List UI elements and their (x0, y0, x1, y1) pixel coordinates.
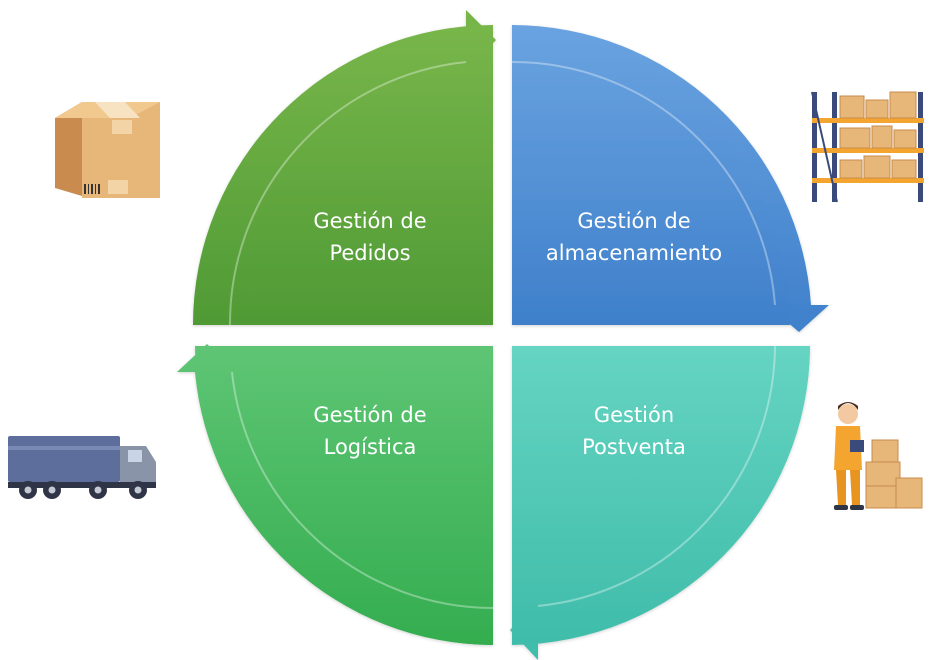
cardboard-box-icon (18, 70, 180, 210)
warehouse-worker-icon (815, 385, 946, 533)
label-postventa-line1: Gestión (594, 403, 674, 427)
label-postventa-line2: Postventa (582, 435, 686, 459)
quadrant-almacenamiento-arc (511, 60, 776, 306)
label-logistica-line1: Gestión de (313, 403, 426, 427)
quadrant-logistica: Gestión de Logística (177, 344, 494, 645)
quadrant-logistica-arc (231, 371, 494, 609)
label-pedidos-line2: Pedidos (329, 241, 410, 265)
warehouse-shelves-icon (790, 70, 946, 210)
quadrant-postventa-arc (537, 345, 776, 607)
quadrant-logistica-shape (195, 346, 493, 645)
quadrant-pedidos-arc (228, 61, 467, 326)
quadrant-pedidos-shape (193, 25, 493, 325)
quadrant-postventa-shape (512, 346, 810, 645)
label-logistica-line2: Logística (324, 435, 417, 459)
quadrant-almacenamiento: Gestión de almacenamiento (511, 25, 829, 332)
label-almacenamiento-line2: almacenamiento (546, 241, 722, 265)
quadrant-almacenamiento-shape (512, 25, 791, 325)
delivery-truck-icon (0, 400, 180, 520)
quadrant-postventa: Gestión Postventa (510, 345, 810, 660)
label-pedidos-line1: Gestión de (313, 209, 426, 233)
quadrant-pedidos: Gestión de Pedidos (193, 10, 496, 326)
label-almacenamiento-line1: Gestión de (577, 209, 690, 233)
